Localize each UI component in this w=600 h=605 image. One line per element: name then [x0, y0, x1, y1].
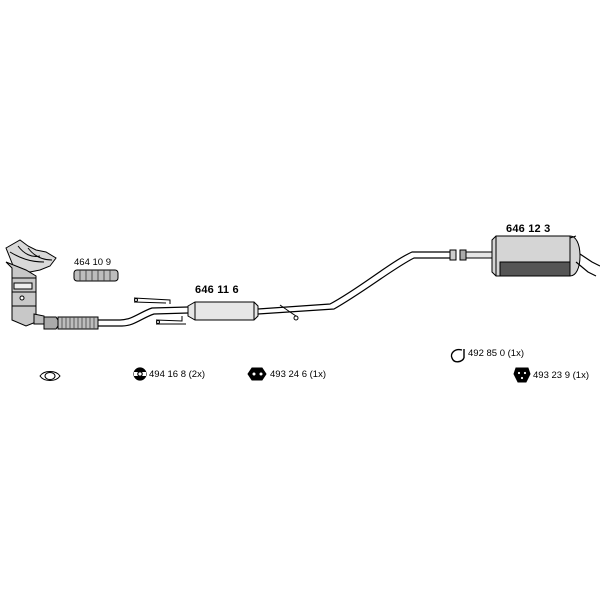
hanger-double-icon: [247, 367, 267, 381]
rear-silencer: [459, 235, 600, 277]
intermediate-pipe: [257, 249, 457, 321]
front-pipe: [43, 306, 189, 330]
catalytic-manifold: [5, 239, 57, 327]
center-silencer-part-number: 646 11 6: [195, 284, 239, 296]
center-silencer: [187, 301, 259, 321]
hanger-double-part-number: 493 24 6 (1x): [270, 369, 326, 380]
gasket-icon: [39, 371, 61, 381]
rubber-mount-icon: [513, 367, 531, 383]
rear-silencer-part-number: 646 12 3: [506, 223, 551, 235]
hanger-round-icon: [133, 367, 147, 381]
flex-pipe-part-number: 464 10 9: [74, 257, 111, 268]
hanger-bracket: [133, 297, 186, 325]
flex-hose: [73, 269, 119, 282]
clamp-part-number: 492 85 0 (1x): [468, 348, 524, 359]
clamp-icon: [450, 348, 465, 363]
rubber-mount-part-number: 493 23 9 (1x): [533, 370, 589, 381]
hanger-round-part-number: 494 16 8 (2x): [149, 369, 205, 380]
